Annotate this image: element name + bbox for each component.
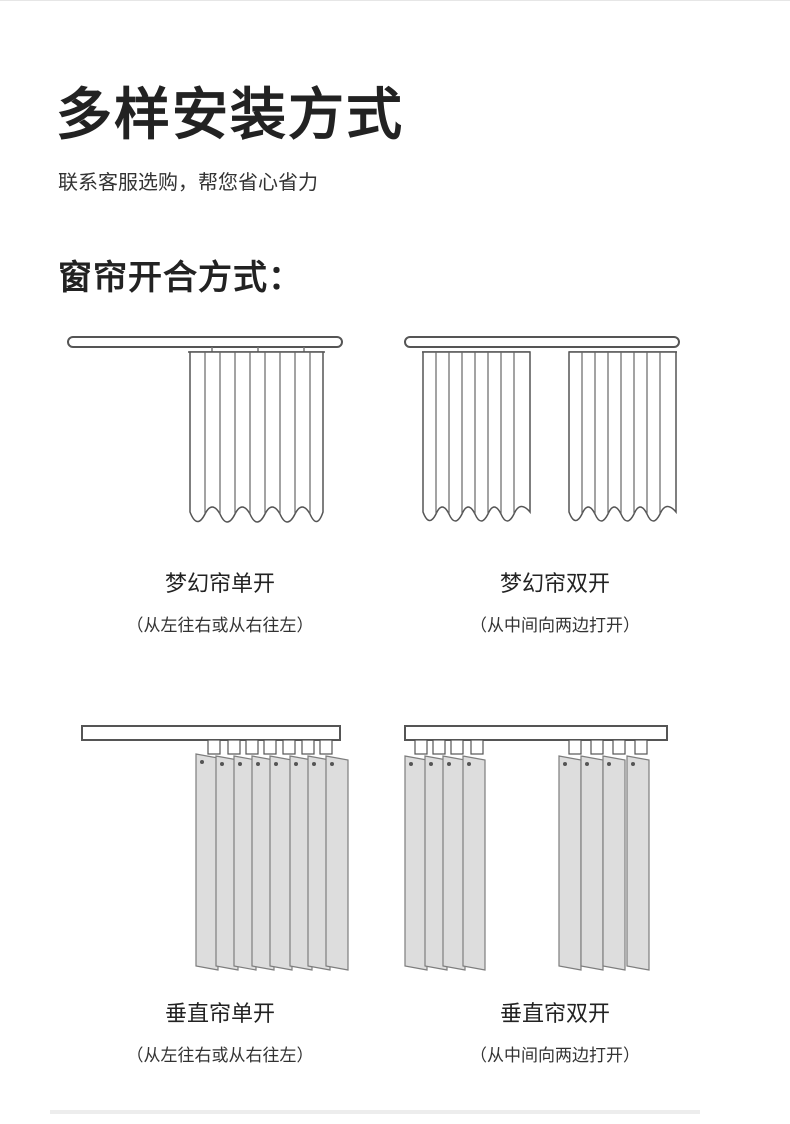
option-dream-single: 梦幻帘单开 （从左往右或从右往左） <box>50 330 390 640</box>
option-name: 垂直帘双开 <box>499 1002 610 1027</box>
bottom-divider <box>50 1110 700 1114</box>
dream-curtain-single-illustration <box>67 336 343 523</box>
page-subtitle: 联系客服选购，帮您省心省力 <box>58 170 318 194</box>
vertical-blind-double-illustration <box>404 725 668 971</box>
option-vertical-single: 垂直帘单开 （从左往右或从右往左） <box>50 720 390 1070</box>
option-name: 梦幻帘双开 <box>499 572 610 597</box>
option-name: 梦幻帘单开 <box>164 572 275 597</box>
option-dream-double: 梦幻帘双开 （从中间向两边打开） <box>385 330 725 640</box>
option-desc: （从中间向两边打开） <box>470 1046 640 1066</box>
page-title: 多样安装方式 <box>56 83 404 148</box>
dream-curtain-double-illustration <box>404 336 680 522</box>
top-divider <box>0 0 790 1</box>
option-name: 垂直帘单开 <box>164 1002 275 1027</box>
vertical-blind-single-illustration <box>81 725 349 971</box>
option-desc: （从左往右或从右往左） <box>126 616 314 636</box>
option-desc: （从中间向两边打开） <box>470 616 640 636</box>
option-desc: （从左往右或从右往左） <box>126 1046 314 1066</box>
section-title: 窗帘开合方式： <box>58 258 303 298</box>
option-vertical-double: 垂直帘双开 （从中间向两边打开） <box>385 720 725 1070</box>
